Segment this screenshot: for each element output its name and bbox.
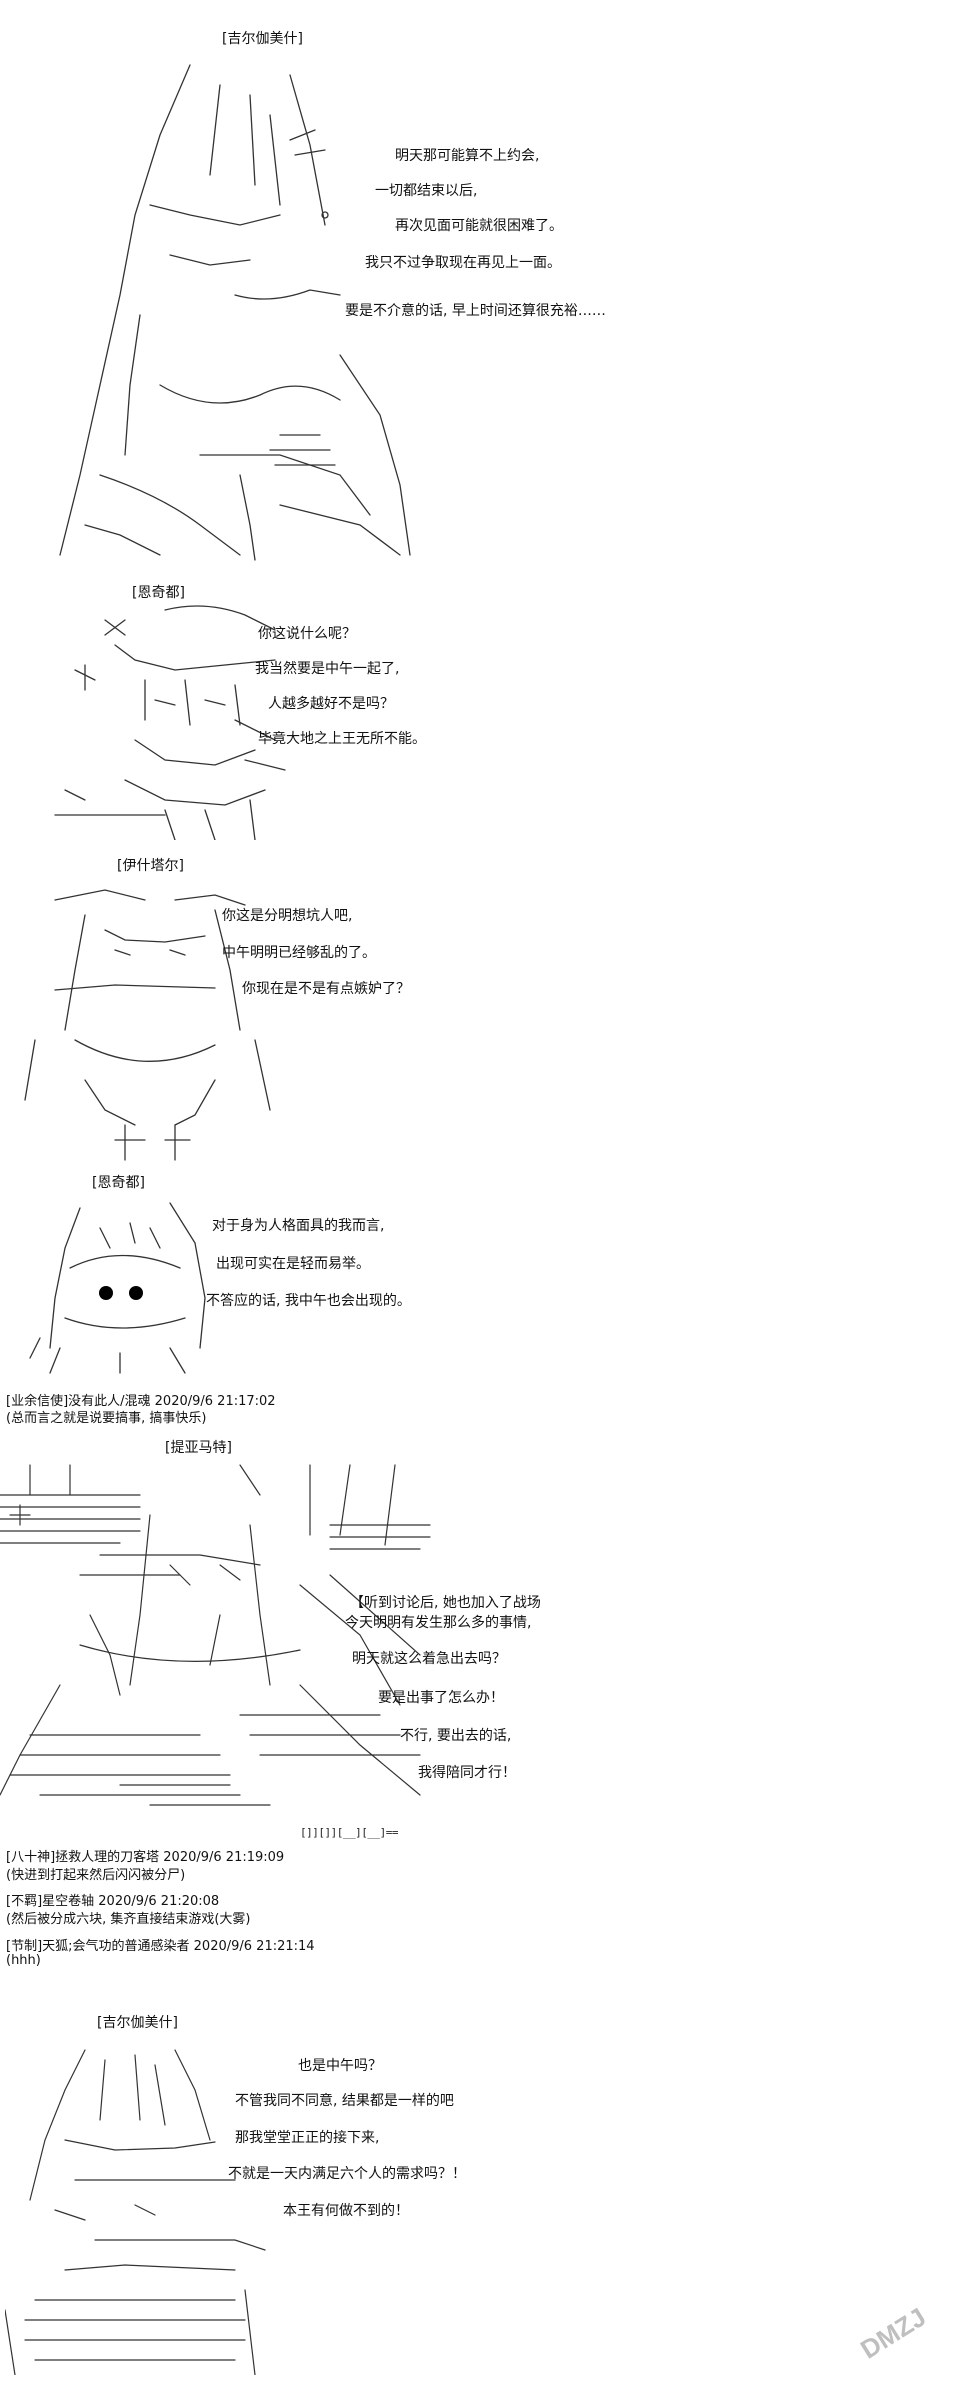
speaker-name: [恩奇都] — [92, 1175, 145, 1191]
dialogue-line: 不答应的话, 我中午也会出现的。 — [206, 1293, 411, 1309]
dialogue-line: 你这说什么呢？ — [258, 626, 356, 642]
dialogue-line: 今天明明有发生那么多的事情, — [345, 1615, 532, 1631]
ascii-art-tiamat — [0, 1455, 460, 1835]
dialogue-line: 出现可实在是轻而易举。 — [216, 1256, 370, 1272]
comment-body: (然后被分成六块, 集齐直接结束游戏(大雾) — [6, 1912, 251, 1927]
dialogue-line: 不管我同不同意, 结果都是一样的吧 — [235, 2093, 454, 2109]
dialogue-line: 人越多越好不是吗？ — [268, 696, 394, 712]
dialogue-line: 我当然要是中午一起了, — [255, 661, 400, 677]
ascii-art-gilgamesh — [40, 55, 440, 575]
dialogue-line: 不行, 要出去的话, — [400, 1728, 512, 1744]
ascii-art-fragment: []][]][__][__]== — [300, 1826, 398, 1839]
ascii-art-ishtar — [15, 870, 285, 1170]
comment-header: [八十神]拯救人理的刀客塔 2020/9/6 21:19:09 — [6, 1850, 285, 1865]
comment-header: [节制]天狐;会气功的普通感染者 2020/9/6 21:21:14 — [6, 1939, 315, 1954]
dialogue-line: 我只不过争取现在再见上一面。 — [365, 255, 561, 271]
dialogue-line: 你现在是不是有点嫉妒了？ — [242, 981, 410, 997]
dialogue-line: 那我堂堂正正的接下来, — [235, 2130, 380, 2146]
ascii-art-enkidu — [45, 600, 325, 840]
dialogue-line: 也是中午吗？ — [298, 2058, 382, 2074]
dialogue-line: 明天那可能算不上约会, — [395, 148, 540, 164]
speaker-name: [吉尔伽美什] — [97, 2015, 178, 2031]
dialogue-line: 我得陪同才行！ — [418, 1765, 516, 1781]
dialogue-line: 要是出事了怎么办！ — [378, 1690, 504, 1706]
comment-header: [不羁]星空卷轴 2020/9/6 21:20:08 — [6, 1894, 220, 1909]
dialogue-line: 再次见面可能就很困难了。 — [395, 218, 563, 234]
speaker-name: [伊什塔尔] — [117, 858, 184, 874]
dialogue-line: 本王有何做不到的！ — [283, 2203, 409, 2219]
dialogue-line: 【听到讨论后, 她也加入了战场 — [350, 1595, 541, 1611]
speaker-name: [恩奇都] — [132, 585, 185, 601]
speaker-name: [吉尔伽美什] — [222, 31, 303, 47]
comment-body: (快进到打起来然后闪闪被分尸) — [6, 1868, 186, 1883]
comment-body: (hhh) — [6, 1953, 41, 1968]
dialogue-line: 毕竟大地之上王无所不能。 — [258, 731, 426, 747]
dialogue-line: 对于身为人格面具的我而言, — [212, 1218, 385, 1234]
dialogue-line: 中午明明已经够乱的了。 — [222, 945, 376, 961]
ascii-art-enkidu-mask — [20, 1188, 220, 1378]
comment-body: (总而言之就是说要搞事, 搞事快乐) — [6, 1411, 207, 1426]
comment-header: [业余信使]没有此人/混魂 2020/9/6 21:17:02 — [6, 1394, 276, 1409]
dialogue-line: 你这是分明想坑人吧, — [222, 908, 353, 924]
dialogue-line: 要是不介意的话, 早上时间还算很充裕…… — [345, 303, 606, 319]
dialogue-line: 一切都结束以后, — [375, 183, 478, 199]
ascii-art-gilgamesh-2 — [5, 2030, 275, 2375]
watermark-logo: DMZJ — [855, 2301, 932, 2365]
dialogue-line: 明天就这么着急出去吗？ — [352, 1651, 506, 1667]
speaker-name: [提亚马特] — [165, 1440, 232, 1456]
dialogue-line: 不就是一天内满足六个人的需求吗？！ — [228, 2166, 466, 2182]
